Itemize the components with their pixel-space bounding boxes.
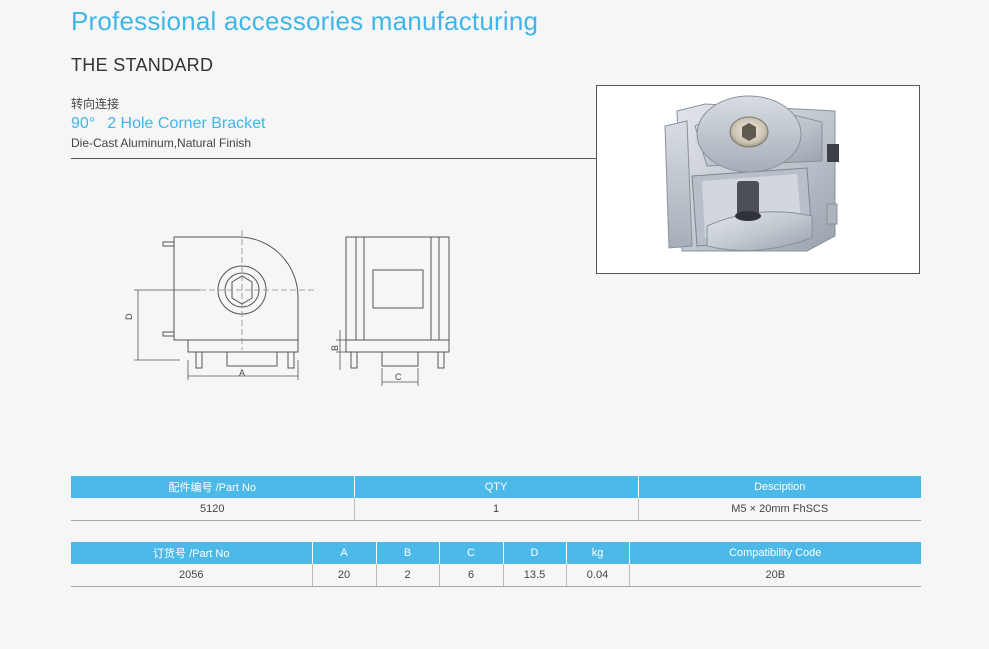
parts-table: 配件编号 /Part No QTY Desciption 5120 1 M5 ×…	[71, 476, 921, 521]
category-label-cn: 转向连接	[71, 97, 120, 111]
table-row: 5120 1 M5 × 20mm FhSCS	[71, 498, 921, 521]
dimension-a-label: A	[239, 368, 245, 378]
cell-d: 13.5	[503, 564, 567, 587]
cell-a: 20	[312, 564, 377, 587]
product-finish: Die-Cast Aluminum,Natural Finish	[71, 136, 252, 150]
col-part-no: 配件编号 /Part No	[71, 476, 355, 498]
col-kg: kg	[566, 542, 630, 564]
col-qty: QTY	[354, 476, 639, 498]
col-compatibility: Compatibility Code	[629, 542, 921, 564]
product-photo	[596, 85, 920, 274]
product-name-text: 2 Hole Corner Bracket	[107, 115, 266, 132]
table-header-row: 配件编号 /Part No QTY Desciption	[71, 476, 921, 498]
dimension-b-label: B	[330, 345, 340, 351]
col-d: D	[503, 542, 567, 564]
product-angle: 90°	[71, 115, 96, 132]
section-subtitle: THE STANDARD	[71, 55, 214, 75]
cell-c: 6	[439, 564, 504, 587]
technical-drawing: D A B C	[124, 230, 450, 386]
col-description: Desciption	[638, 476, 921, 498]
col-b: B	[376, 542, 440, 564]
col-order-no: 订货号 /Part No	[71, 542, 313, 564]
front-view-outline	[173, 236, 299, 341]
cell-order-no: 2056	[71, 564, 313, 587]
cell-part-no: 5120	[71, 498, 355, 521]
dimension-c-label: C	[395, 372, 402, 382]
cell-kg: 0.04	[566, 564, 630, 587]
bracket-photo-illustration	[664, 95, 839, 252]
cell-compatibility: 20B	[629, 564, 921, 587]
table-header-row: 订货号 /Part No A B C D kg Compatibility Co…	[71, 542, 921, 564]
table-row: 2056 20 2 6 13.5 0.04 20B	[71, 564, 921, 587]
col-a: A	[312, 542, 377, 564]
divider-line	[71, 158, 597, 159]
page-title: Professional accessories manufacturing	[71, 6, 539, 36]
dimension-d-label: D	[124, 313, 134, 320]
product-name: 90° 2 Hole Corner Bracket	[71, 115, 266, 133]
col-c: C	[439, 542, 504, 564]
cell-qty: 1	[354, 498, 639, 521]
cell-b: 2	[376, 564, 440, 587]
cell-description: M5 × 20mm FhSCS	[638, 498, 921, 521]
order-table: 订货号 /Part No A B C D kg Compatibility Co…	[71, 542, 921, 587]
